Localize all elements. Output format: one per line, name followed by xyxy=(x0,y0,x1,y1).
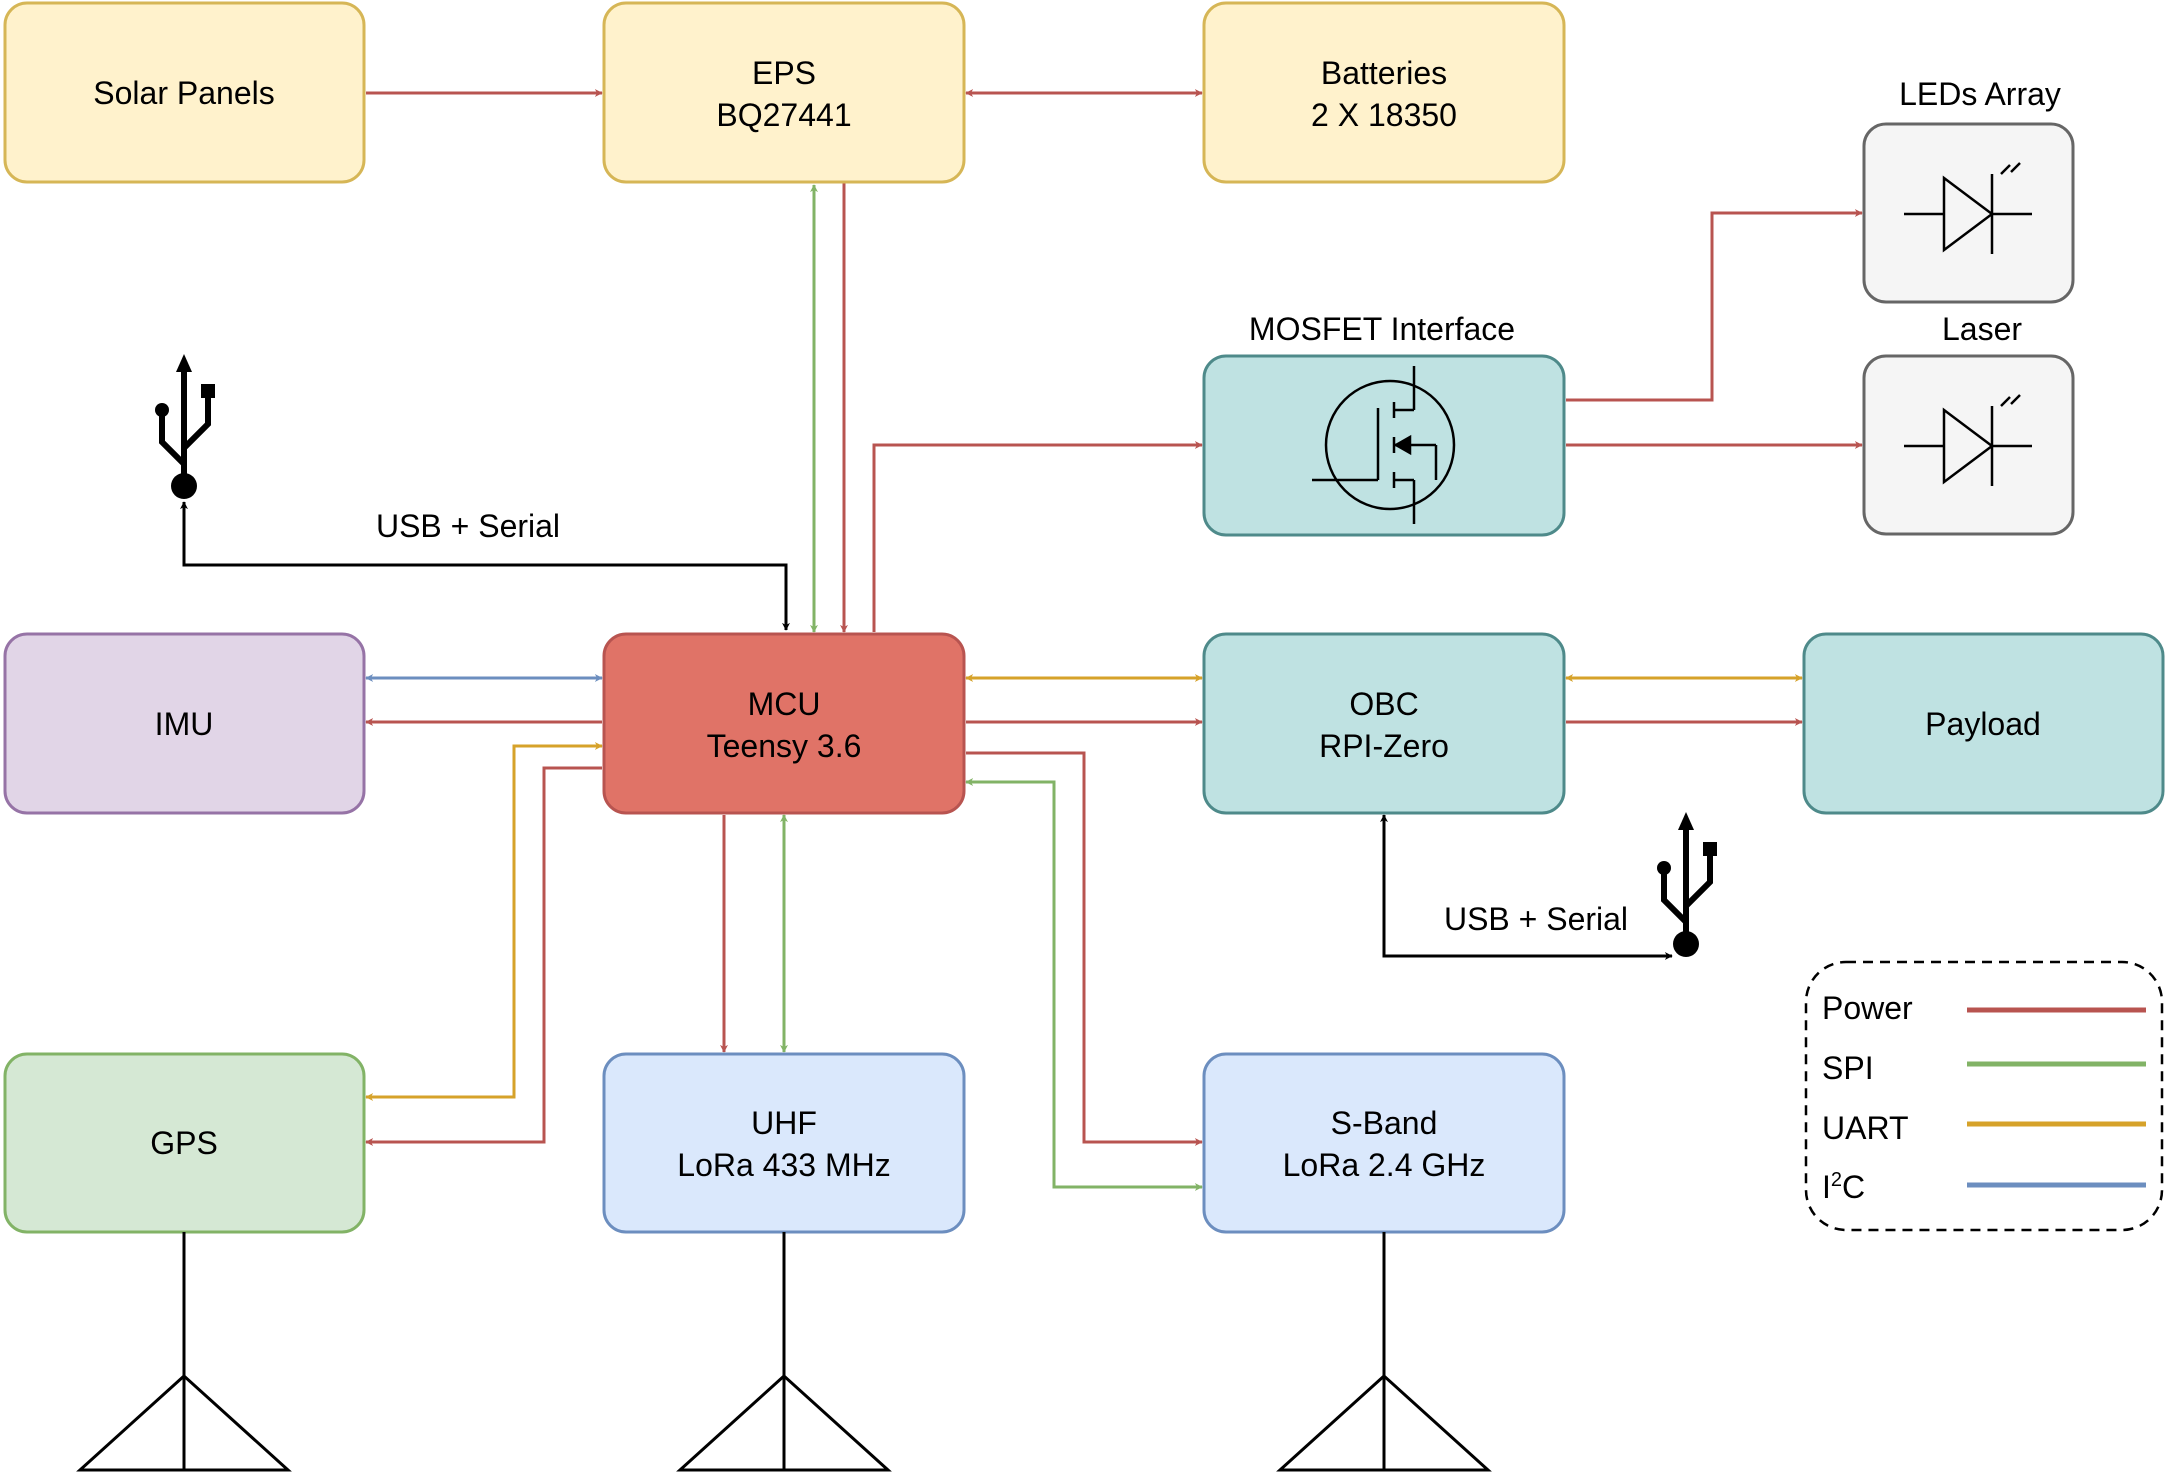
usb-line-obc xyxy=(1380,814,1673,960)
usb-line-mcu xyxy=(180,501,790,631)
solar-panels-label: Solar Panels xyxy=(93,75,274,111)
power-line-mosfet-leds xyxy=(1566,209,1863,402)
leds-array-title: LEDs Array xyxy=(1899,76,2061,112)
s-band-label: S-Band xyxy=(1331,1105,1438,1141)
mosfet-interface-title: MOSFET Interface xyxy=(1249,311,1515,347)
spi-line-mcu-sband xyxy=(965,778,1203,1191)
power-line-mcu-gps xyxy=(365,766,602,1146)
uhf-model-label: LoRa 433 MHz xyxy=(677,1147,890,1183)
usb-icon-obc xyxy=(1657,812,1717,957)
s-band-block: S-Band LoRa 2.4 GHz xyxy=(1202,1052,1566,1234)
uhf-label: UHF xyxy=(751,1105,817,1141)
legend: Power SPI UART I2C xyxy=(1804,960,2164,1232)
power-line-mcu-sband xyxy=(966,751,1203,1146)
usb-icon xyxy=(155,354,215,499)
s-band-model-label: LoRa 2.4 GHz xyxy=(1283,1147,1486,1183)
mcu-block: MCU Teensy 3.6 xyxy=(602,632,966,815)
uhf-antenna-icon xyxy=(676,1232,892,1472)
obc-model-label: RPI-Zero xyxy=(1319,728,1449,764)
usb-serial-label-mcu: USB + Serial xyxy=(376,508,560,544)
eps-model-label: BQ27441 xyxy=(716,97,851,133)
uart-line-mcu-gps xyxy=(365,742,603,1101)
legend-label-i2c: I2C xyxy=(1822,1169,1865,1205)
imu-block: IMU xyxy=(3,632,366,815)
payload-block: Payload xyxy=(1802,632,2165,815)
gps-block: GPS xyxy=(3,1052,366,1234)
legend-label-spi: SPI xyxy=(1822,1050,1874,1086)
s-band-antenna-icon xyxy=(1276,1232,1492,1472)
led-icon xyxy=(1904,162,2032,254)
mosfet-icon xyxy=(1312,366,1456,524)
uhf-block: UHF LoRa 433 MHz xyxy=(602,1052,966,1234)
eps-block: EPS BQ27441 xyxy=(602,1,966,184)
solar-panels-block: Solar Panels xyxy=(3,1,366,184)
mosfet-interface-block xyxy=(1202,354,1566,537)
mcu-label: MCU xyxy=(748,686,821,722)
gps-antenna-icon xyxy=(76,1232,292,1472)
usb-serial-label-obc: USB + Serial xyxy=(1444,901,1628,937)
batteries-model-label: 2 X 18350 xyxy=(1311,97,1457,133)
laser-diode-icon xyxy=(1904,394,2032,486)
power-line-mcu-mosfet xyxy=(872,441,1203,632)
imu-label: IMU xyxy=(155,706,214,742)
batteries-block: Batteries 2 X 18350 xyxy=(1202,1,1566,184)
gps-label: GPS xyxy=(150,1125,218,1161)
legend-label-power: Power xyxy=(1822,990,1913,1026)
laser-title: Laser xyxy=(1942,311,2022,347)
obc-label: OBC xyxy=(1349,686,1418,722)
mcu-model-label: Teensy 3.6 xyxy=(707,728,862,764)
obc-block: OBC RPI-Zero xyxy=(1202,632,1566,815)
payload-label: Payload xyxy=(1925,706,2041,742)
eps-label: EPS xyxy=(752,55,816,91)
laser-block xyxy=(1862,354,2075,536)
leds-array-block xyxy=(1862,122,2075,304)
legend-label-uart: UART xyxy=(1822,1110,1909,1146)
batteries-label: Batteries xyxy=(1321,55,1447,91)
